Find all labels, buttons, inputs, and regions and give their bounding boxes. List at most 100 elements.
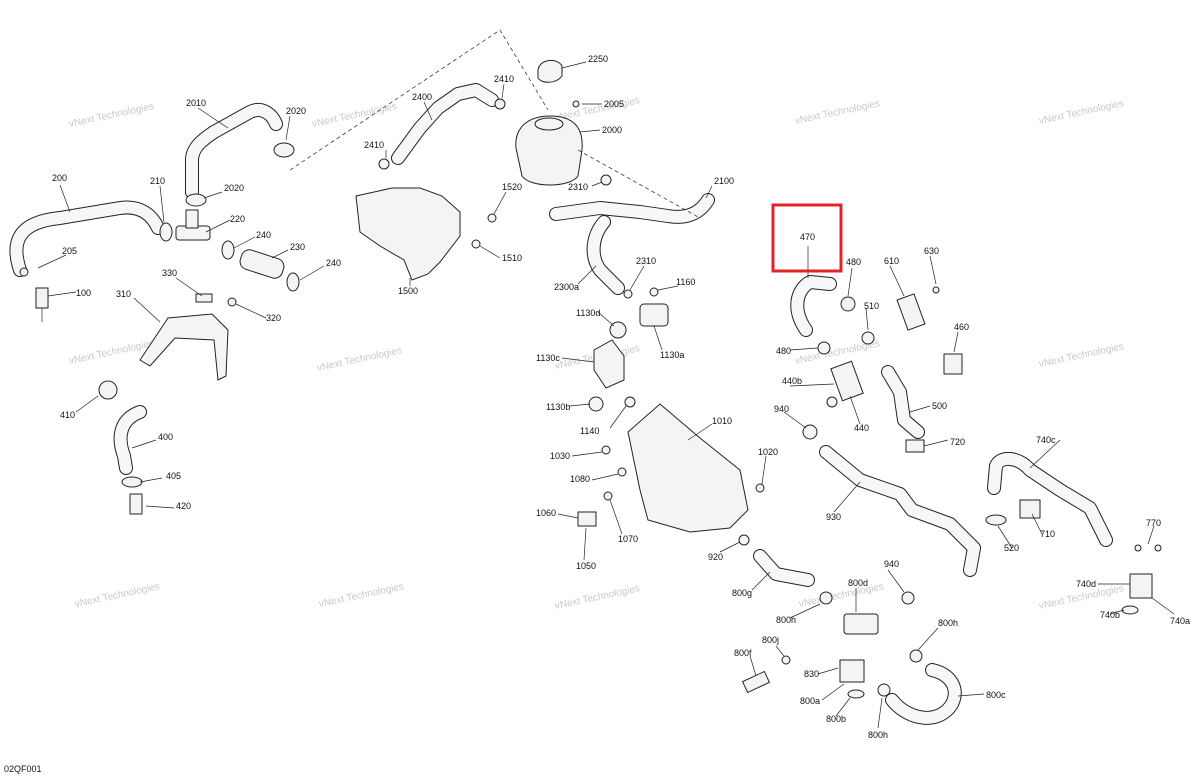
- label-240: 240: [326, 258, 341, 268]
- watermark: vNext Technologies: [311, 101, 398, 130]
- clamp-800h: [819, 591, 833, 605]
- bolt-1520: [487, 213, 497, 223]
- label-1500: 1500: [398, 286, 418, 296]
- clamp-800h2: [877, 683, 891, 697]
- bracket-1500: [355, 187, 461, 281]
- bolt-1080: [617, 467, 627, 477]
- label-200: 200: [52, 173, 67, 183]
- label-1520: 1520: [502, 182, 522, 192]
- clamp-210: [159, 222, 173, 242]
- bolt-1160: [649, 287, 659, 297]
- clamp-2020b: [185, 193, 207, 207]
- label-2310: 2310: [568, 182, 588, 192]
- bracket-610: [896, 293, 926, 331]
- watermark: vNext Technologies: [68, 338, 155, 367]
- elbow-800a: [839, 659, 865, 683]
- label-1130b: 1130b: [546, 402, 570, 412]
- clamp-710: [1019, 499, 1041, 519]
- thermostat-1140: [624, 396, 636, 408]
- label-830: 830: [804, 669, 819, 679]
- label-100: 100: [76, 288, 91, 298]
- sensor-800f: [741, 670, 771, 694]
- label-740c: 740c: [1036, 435, 1056, 445]
- watermark: vNext Technologies: [318, 581, 405, 610]
- watermark: vNext Technologies: [316, 345, 403, 374]
- oring-800b: [847, 689, 865, 699]
- lower-hose-group: [738, 424, 981, 725]
- label-1160: 1160: [676, 277, 695, 287]
- label-800a: 800a: [800, 696, 820, 706]
- label-480: 480: [776, 346, 791, 356]
- watermark: vNext Technologies: [68, 101, 155, 130]
- label-510: 510: [864, 301, 879, 311]
- watermark: vNext Technologies: [554, 583, 641, 612]
- label-520: 520: [1004, 543, 1019, 553]
- label-410: 410: [60, 410, 75, 420]
- clamp-920: [738, 534, 750, 546]
- reservoir-2000: [515, 115, 583, 186]
- label-630: 630: [924, 246, 939, 256]
- oring-440b: [826, 396, 838, 408]
- washer-800j: [781, 655, 791, 665]
- label-1510: 1510: [502, 253, 522, 263]
- label-940: 940: [884, 559, 899, 569]
- fitting-740a: [1129, 573, 1153, 599]
- watermark: vNext Technologies: [794, 98, 881, 127]
- clamp-480b: [817, 341, 831, 355]
- label-2005: 2005: [604, 99, 624, 109]
- housing-440: [830, 360, 864, 402]
- clip-720: [905, 439, 925, 453]
- label-205: 205: [62, 246, 77, 256]
- label-740d: 740d: [1076, 579, 1096, 589]
- sensor-460: [943, 353, 963, 375]
- label-800j: 800j: [762, 635, 779, 645]
- clamp-410: [98, 380, 118, 400]
- center-thermostat-group: [577, 287, 765, 533]
- label-480: 480: [846, 257, 861, 267]
- label-470: 470: [800, 232, 815, 242]
- bolt-1510: [471, 239, 481, 249]
- fitting-800d: [843, 613, 879, 635]
- clamp-520: [985, 514, 1007, 526]
- label-2310: 2310: [636, 256, 656, 266]
- guide-dashed-line: [289, 29, 549, 171]
- label-320: 320: [266, 313, 281, 323]
- label-800c: 800c: [986, 690, 1006, 700]
- label-400: 400: [158, 432, 173, 442]
- label-405: 405: [166, 471, 181, 481]
- highlight-box: [771, 203, 843, 273]
- part-labels: 200 205 100 210 220 240 230 240 2010 202…: [52, 54, 1190, 740]
- hose-740c: [987, 452, 1113, 547]
- clip-1060: [577, 511, 597, 527]
- label-440b: 440b: [782, 376, 802, 386]
- label-1020: 1020: [758, 447, 778, 457]
- label-1080: 1080: [570, 474, 590, 484]
- label-2020: 2020: [224, 183, 244, 193]
- label-800h: 800h: [868, 730, 888, 740]
- label-800h: 800h: [938, 618, 958, 628]
- label-740a: 740a: [1170, 616, 1190, 626]
- label-1010: 1010: [712, 416, 732, 426]
- bolt-630: [932, 286, 940, 294]
- bracket-1010: [627, 403, 749, 533]
- right-hose-group: [790, 275, 1162, 615]
- label-1140: 1140: [580, 426, 599, 436]
- reservoir-group: [289, 29, 715, 299]
- clip-330: [195, 293, 213, 303]
- clamp-240: [221, 240, 235, 260]
- label-220: 220: [230, 214, 245, 224]
- label-210: 210: [150, 176, 165, 186]
- clamp-2310b: [623, 289, 633, 299]
- label-610: 610: [884, 256, 899, 266]
- label-460: 460: [954, 322, 969, 332]
- clamp-940: [901, 591, 915, 605]
- label-310: 310: [116, 289, 131, 299]
- clamp-2410b: [378, 158, 390, 170]
- screw-2005: [572, 100, 580, 108]
- bolt-1020: [755, 483, 765, 493]
- label-800f: 800f: [734, 648, 752, 658]
- sensor-420: [129, 493, 143, 515]
- label-1030: 1030: [550, 451, 570, 461]
- label-940: 940: [774, 404, 789, 414]
- label-800h: 800h: [776, 615, 796, 625]
